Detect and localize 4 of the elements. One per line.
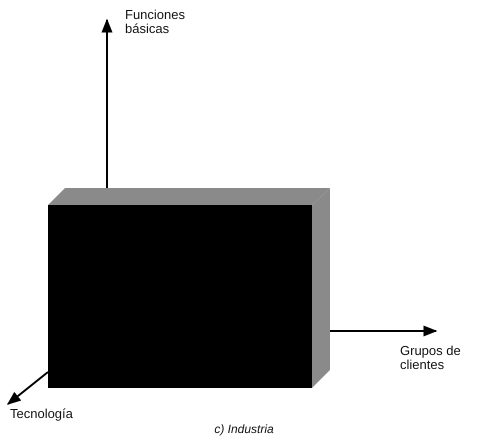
axis-label: Grupos de clientes [400,344,462,372]
axis-label: Tecnología [10,407,74,421]
axis-label: Funciones básicas [125,8,186,36]
caption: c) Industria [214,422,274,436]
